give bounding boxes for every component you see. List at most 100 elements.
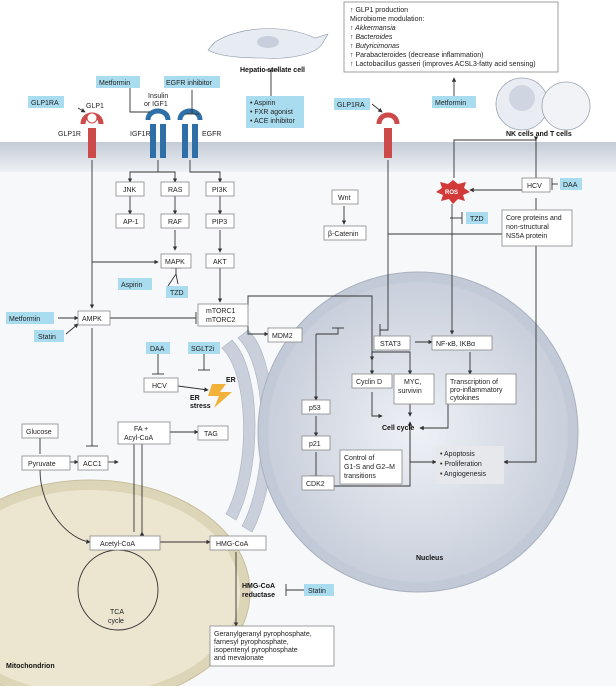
top-note-line-2: Microbiome modulation: bbox=[350, 16, 424, 23]
wnt-node: Wnt bbox=[338, 195, 351, 202]
control-2: G1-S and G2–M bbox=[344, 464, 395, 471]
core-proteins-1: Core proteins and bbox=[506, 215, 562, 222]
hmg-coa-node: HMG-CoA bbox=[216, 541, 249, 548]
acetyl-coa-node: Acetyl-CoA bbox=[100, 541, 135, 548]
hcv-er-node: HCV bbox=[152, 383, 167, 390]
connectors bbox=[37, 69, 558, 631]
myc-node-1: MYC, bbox=[404, 379, 422, 386]
nk-t-cells-label: NK cells and T cells bbox=[506, 131, 572, 138]
ros-label: ROS bbox=[445, 190, 458, 196]
er-label: ER bbox=[226, 377, 236, 384]
mtorc1-node: mTORC1 bbox=[206, 308, 236, 315]
top-note-line-4: ↑ Bacteroides bbox=[350, 34, 393, 41]
products-2: farnesyl pyrophosphate, bbox=[214, 639, 289, 646]
hepatic-stellate-cell-icon bbox=[207, 28, 329, 59]
ros-burst-icon bbox=[436, 180, 470, 204]
daa-right-label: DAA bbox=[563, 182, 578, 189]
pi3k-node: PI3K bbox=[212, 187, 228, 194]
top-note-line-6: ↑ Parabacteroides (decrease inflammation… bbox=[350, 52, 483, 59]
statin-bottom-label: Statin bbox=[308, 588, 326, 595]
igf1r-label: IGF1R bbox=[130, 131, 151, 138]
fa-node: FA + bbox=[134, 426, 148, 433]
glp1r-receptor-right bbox=[376, 112, 400, 158]
apoptosis-label: • Apoptosis bbox=[440, 451, 475, 458]
sglt2i-label: SGLT2i bbox=[191, 346, 215, 353]
akt-node: AKT bbox=[213, 259, 227, 266]
top-note-line-7: ↑ Lactobacillus gasseri (improves ACSL3-… bbox=[350, 61, 536, 68]
myc-node-2: survivin bbox=[398, 388, 422, 395]
pip3-node: PIP3 bbox=[212, 219, 227, 226]
er-stress-label-1: ER bbox=[190, 395, 200, 402]
hepatic-title: Hepatic stellate cell bbox=[240, 67, 305, 74]
control-1: Control of bbox=[344, 455, 374, 462]
top-note-box bbox=[343, 1, 559, 73]
top-note-line-1: ↑ GLP1 production bbox=[350, 7, 408, 14]
stat3-node: STAT3 bbox=[380, 341, 401, 348]
jnk-node: JNK bbox=[123, 187, 137, 194]
raf-node: RAF bbox=[168, 219, 182, 226]
egfr-label: EGFR bbox=[202, 131, 221, 138]
core-proteins-2: non-structural bbox=[506, 224, 549, 231]
glp1r-label: GLP1R bbox=[58, 131, 81, 138]
cell-membrane bbox=[0, 142, 616, 172]
aspirin-label: Aspirin bbox=[121, 282, 143, 289]
tzd-left-label: TZD bbox=[170, 290, 184, 297]
tca-label-2: cycle bbox=[108, 618, 124, 625]
mdm2-node: MDM2 bbox=[272, 333, 293, 340]
glucose-node: Glucose bbox=[26, 429, 52, 436]
hepatic-drug-3: • ACE inhibitor bbox=[250, 118, 296, 125]
egfr-receptor bbox=[177, 108, 203, 158]
control-3: transitions bbox=[344, 473, 376, 480]
nucleus-shape bbox=[257, 271, 579, 593]
transcription-1: Transcription of bbox=[450, 379, 498, 386]
immune-cells-icon bbox=[495, 77, 591, 131]
glp1-label: GLP1 bbox=[86, 103, 104, 110]
pyruvate-node: Pyruvate bbox=[28, 461, 56, 468]
cell-cycle-label: Cell cycle bbox=[382, 425, 414, 432]
glp1ra-left-label: GLP1RA bbox=[31, 100, 59, 107]
ampk-node: AMPK bbox=[82, 316, 102, 323]
er-stress-label-2: stress bbox=[190, 403, 211, 410]
glp1r-receptor-left bbox=[80, 112, 104, 158]
ras-node: RAS bbox=[168, 187, 183, 194]
tag-node: TAG bbox=[204, 431, 218, 438]
egfr-inhibitor-label: EGFR inhibitor bbox=[166, 80, 213, 87]
hepatic-drug-2: • FXR agonist bbox=[250, 109, 293, 116]
boxes bbox=[6, 1, 582, 667]
or-igf1-label: or IGF1 bbox=[144, 101, 168, 108]
tca-label-1: TCA bbox=[110, 609, 124, 616]
tzd-mid-label: TZD bbox=[470, 216, 484, 223]
transcription-3: cytokines bbox=[450, 395, 480, 402]
mapk-node: MAPK bbox=[165, 259, 185, 266]
acyl-coa-node: Acyl-CoA bbox=[124, 435, 154, 442]
hepatic-drugs-box bbox=[246, 96, 304, 128]
metformin-top-label: Metformin bbox=[99, 80, 130, 87]
metformin-left-label: Metformin bbox=[9, 316, 40, 323]
nfkb-node: NF-κB, IKBα bbox=[436, 341, 475, 348]
mitochondrion-label: Mitochondrion bbox=[6, 663, 55, 670]
top-note-line-3: ↑ Akkermansia bbox=[350, 25, 396, 32]
metformin-right-label: Metformin bbox=[435, 100, 466, 107]
top-note-line-5: ↑ Butyricimonas bbox=[350, 43, 400, 50]
products-3: isopentenyl pyrophosphate bbox=[214, 647, 298, 654]
cyclin-d-node: Cyclin D bbox=[356, 379, 382, 386]
mitochondrion-shape bbox=[0, 479, 251, 686]
hmg-reductase-label-2: reductase bbox=[242, 592, 275, 599]
statin-left-label: Statin bbox=[38, 334, 56, 341]
angiogenesis-label: • Angiogenesis bbox=[440, 471, 487, 478]
daa-er-label: DAA bbox=[150, 346, 165, 353]
er-stress-bolt-icon bbox=[208, 384, 232, 408]
igf1r-receptor bbox=[145, 108, 171, 158]
nucleus-label: Nucleus bbox=[416, 555, 443, 562]
mtorc2-node: mTORC2 bbox=[206, 317, 236, 324]
proliferation-label: • Proliferation bbox=[440, 461, 482, 468]
p21-node: p21 bbox=[309, 441, 321, 448]
bcatenin-node: β-Catenin bbox=[328, 231, 359, 238]
insulin-label: Insulin bbox=[148, 93, 168, 100]
glp1ra-mid-label: GLP1RA bbox=[337, 102, 365, 109]
products-4: and mevalonate bbox=[214, 655, 264, 662]
hmg-reductase-label-1: HMG-CoA bbox=[242, 583, 275, 590]
cdk2-node: CDK2 bbox=[306, 481, 325, 488]
